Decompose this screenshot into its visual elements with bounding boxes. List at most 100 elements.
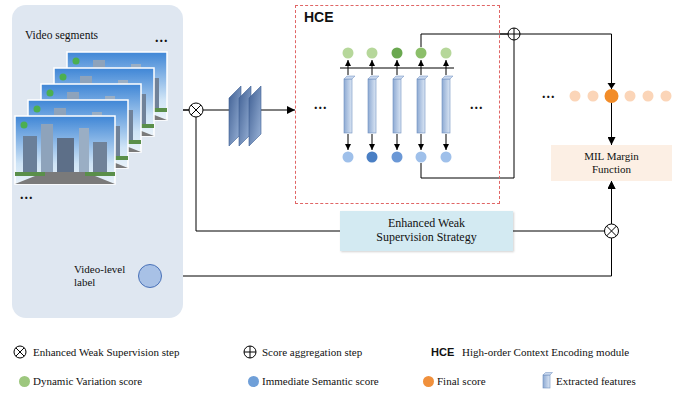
- path-shape: [421, 40, 514, 178]
- polygon-shape: [442, 76, 453, 79]
- polygon-shape: [543, 373, 553, 376]
- connector: [500, 34, 612, 145]
- line-shape: [348, 60, 349, 75]
- immediate-semantic-dots: [343, 152, 452, 163]
- line-shape: [191, 105, 201, 115]
- line-shape: [446, 134, 447, 150]
- label-holder: HCE: [431, 345, 454, 359]
- path-shape: [421, 34, 508, 47]
- line-shape: [446, 60, 447, 75]
- ellipsis-mark: ...: [155, 30, 169, 46]
- circle-shape: [570, 91, 581, 102]
- weak-supervision-symbol: [189, 103, 203, 117]
- circle-shape: [189, 103, 203, 117]
- circle-shape: [343, 152, 354, 163]
- circle-shape: [588, 91, 599, 102]
- rect-shape: [368, 79, 376, 133]
- circle-shape: [367, 48, 378, 59]
- line-shape: [348, 134, 349, 150]
- ellipsis-mark: ...: [542, 86, 556, 102]
- line-shape: [514, 28, 515, 40]
- strategy-box: Enhanced Weak Supervision Strategy: [340, 211, 513, 251]
- line-shape: [191, 105, 201, 115]
- connector: [162, 181, 612, 276]
- polygon-shape: [249, 86, 261, 146]
- ellipsis-mark: ...: [470, 97, 484, 113]
- line-shape: [607, 226, 617, 236]
- label-holder: ...: [314, 97, 328, 113]
- circle-shape: [441, 48, 452, 59]
- line-shape: [16, 348, 24, 356]
- cnn-extractor: [229, 86, 261, 146]
- feature-bars: [344, 76, 453, 133]
- label-circle: Video-level label: [74, 263, 162, 288]
- legend-swatch: [423, 376, 434, 387]
- loss-box: MIL Margin Function: [551, 145, 672, 181]
- line-shape: [16, 348, 24, 356]
- circle-shape: [392, 48, 403, 59]
- circle-shape: [392, 152, 403, 163]
- rect-shape: [393, 79, 401, 133]
- line-shape: [372, 60, 373, 75]
- circle-shape: [416, 48, 427, 59]
- node-text: Enhanced Weak Supervision Strategy: [370, 217, 483, 245]
- weak-supervision-symbol: [605, 224, 619, 238]
- legend-holder: Dynamic Variation score: [33, 374, 142, 388]
- legend-abbreviation: HCE: [431, 345, 454, 359]
- legend-text: Extracted features: [556, 374, 636, 388]
- legend-holder: Extracted features: [556, 374, 636, 388]
- legend-holder: Score aggregation step: [262, 345, 362, 359]
- line-shape: [421, 134, 422, 150]
- line-shape: [397, 60, 398, 75]
- line-shape: [397, 134, 398, 150]
- legend-text: High-order Context Encoding module: [462, 345, 629, 359]
- circle-shape: [416, 152, 427, 163]
- legend-text: Dynamic Variation score: [33, 374, 142, 388]
- circle-shape: [343, 48, 354, 59]
- rect-shape: [417, 79, 425, 133]
- label-holder: ...: [155, 30, 169, 46]
- legend-swatch: [19, 376, 30, 387]
- circle-shape: [661, 91, 672, 102]
- label-holder: ...: [542, 86, 556, 102]
- final-score-dots: [570, 83, 672, 103]
- connector: [183, 110, 340, 231]
- polygon-shape: [417, 76, 428, 79]
- input-panel: Video segmentsVideo-level label: [12, 5, 183, 318]
- circle-shape: [625, 91, 636, 102]
- circle-shape: [643, 91, 654, 102]
- line-shape: [421, 60, 422, 75]
- polygon-shape: [608, 83, 616, 89]
- rect-shape: [442, 79, 450, 133]
- line-shape: [250, 346, 251, 358]
- hce-internals: [340, 34, 514, 178]
- polygon-shape: [368, 76, 379, 79]
- rect-shape: [344, 79, 352, 133]
- node-text: MIL Margin Function: [573, 150, 650, 175]
- polygon-shape: [344, 76, 355, 79]
- ellipsis-mark: ...: [20, 187, 34, 203]
- circle-shape: [14, 346, 26, 358]
- polygon-shape: [393, 76, 404, 79]
- line-shape: [607, 226, 617, 236]
- aggregation-symbol: [508, 28, 520, 40]
- line-shape: [372, 134, 373, 150]
- rect-shape: [543, 375, 550, 388]
- circle-shape: [508, 28, 520, 40]
- legend-text: Final score: [437, 374, 486, 388]
- legend-text: Enhanced Weak Supervision step: [33, 345, 179, 359]
- legend-swatch: [248, 376, 259, 387]
- legend-holder: High-order Context Encoding module: [462, 345, 629, 359]
- circle-shape: [244, 346, 256, 358]
- ellipsis-mark: ...: [314, 97, 328, 113]
- label-circle-shape: [138, 264, 162, 288]
- use-shape: [15, 116, 115, 184]
- legend-holder: Final score: [437, 374, 486, 388]
- node-text: HCE: [304, 9, 491, 25]
- legend-text: Immediate Semantic score: [262, 374, 379, 388]
- circle-shape: [441, 152, 452, 163]
- dynamic-variation-dots: [343, 48, 452, 59]
- legend-holder: Immediate Semantic score: [262, 374, 379, 388]
- legend-text: Score aggregation step: [262, 345, 362, 359]
- circle-shape: [605, 89, 619, 103]
